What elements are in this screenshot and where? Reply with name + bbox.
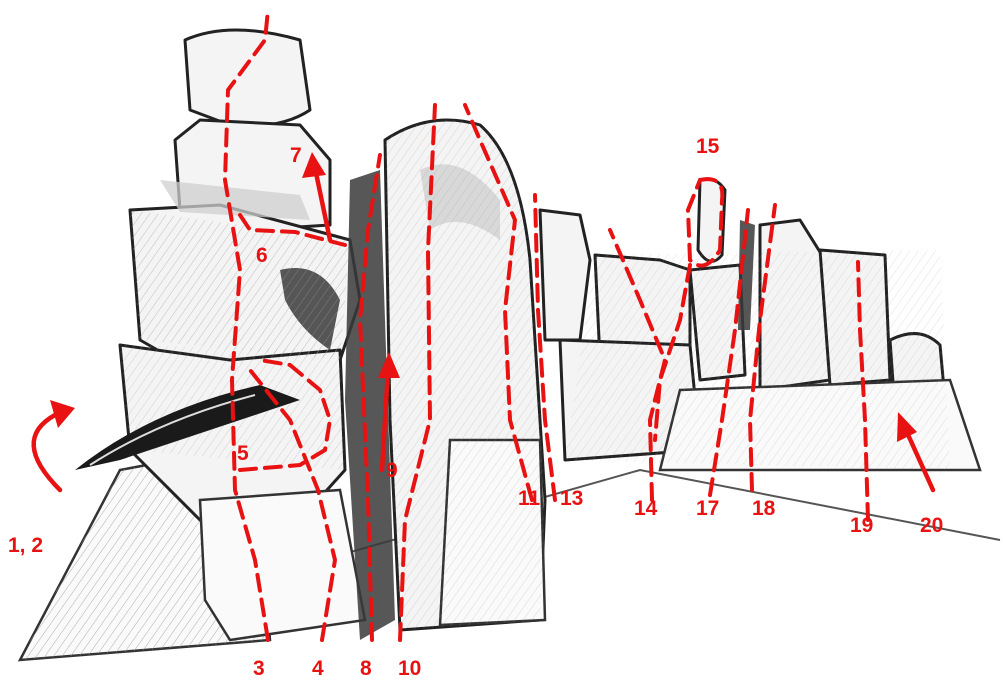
route-label-19: 19: [850, 514, 873, 537]
route-label-18: 18: [752, 497, 776, 520]
route-label-7: 7: [290, 144, 302, 167]
route-label-10: 10: [398, 657, 421, 680]
route-label-11: 11: [518, 487, 541, 510]
route-label-8: 8: [360, 657, 372, 680]
route-label-17: 17: [696, 497, 719, 520]
route-label-4: 4: [312, 657, 324, 680]
route-label-14: 14: [634, 497, 658, 520]
route-1-2-line: [34, 415, 60, 490]
route-label-1-2: 1, 2: [8, 534, 43, 557]
route-label-20: 20: [920, 514, 943, 537]
route-label-6: 6: [256, 244, 268, 267]
route-label-15: 15: [696, 135, 720, 158]
route-label-9: 9: [386, 459, 398, 482]
route-label-13: 13: [560, 487, 583, 510]
central-pillar-rock: [385, 120, 545, 630]
route-label-5: 5: [237, 442, 249, 465]
route-label-3: 3: [253, 657, 265, 680]
